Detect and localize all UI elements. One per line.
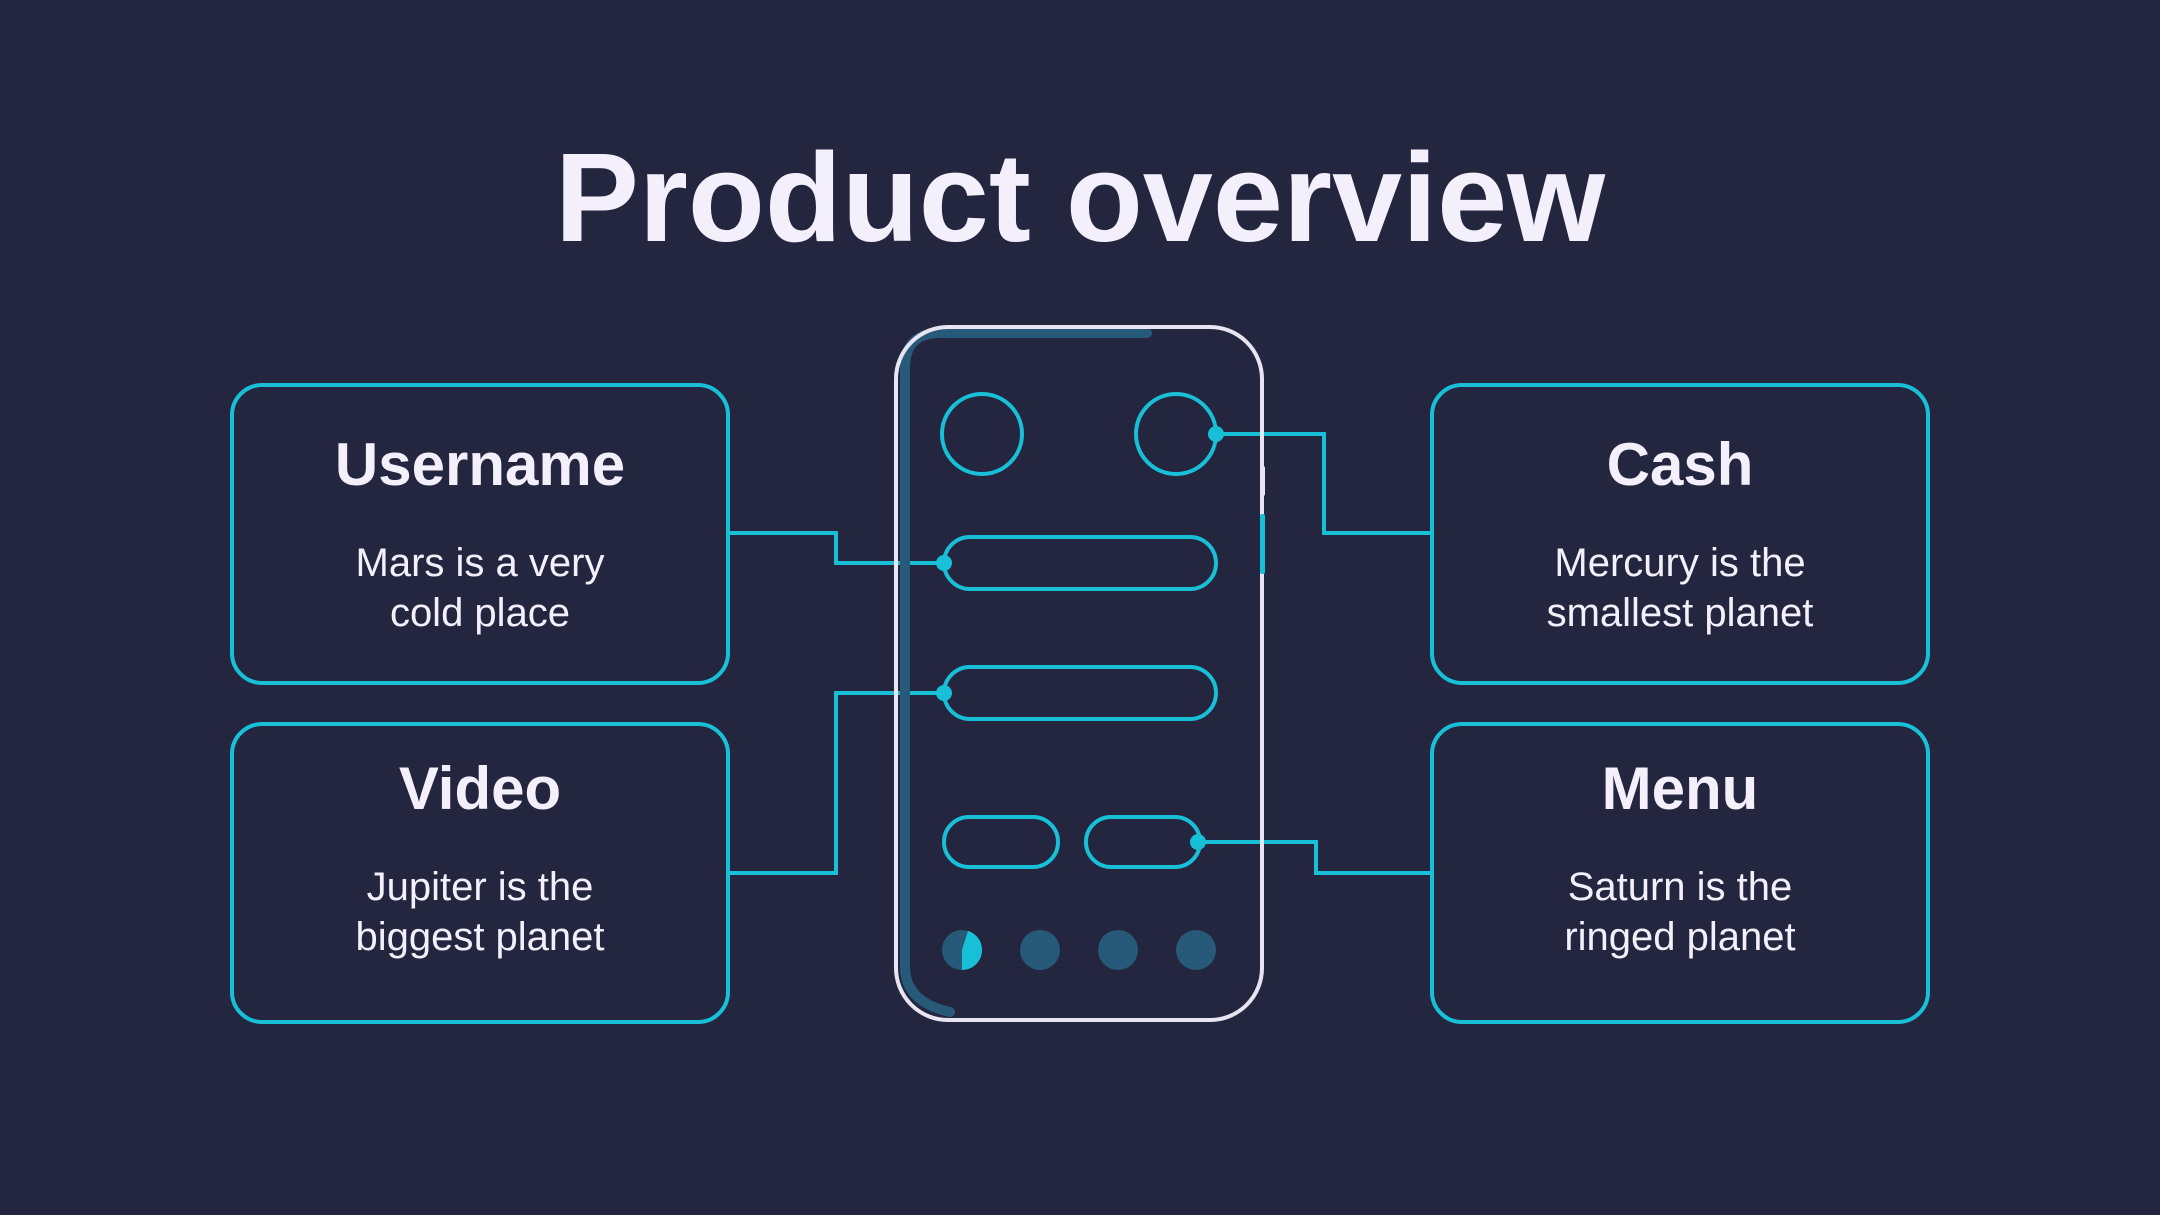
card-border-cash bbox=[1430, 383, 1930, 685]
card-video: Video Jupiter is the biggest planet bbox=[232, 724, 728, 1022]
page-dot-4 bbox=[1176, 930, 1216, 970]
connectors bbox=[728, 432, 1432, 875]
card-cash-desc-line1: Mercury is the bbox=[1554, 541, 1806, 585]
phone-outline bbox=[894, 325, 1264, 1022]
connector-dot-username bbox=[936, 555, 952, 571]
card-border-video bbox=[230, 722, 730, 1024]
card-username-title: Username bbox=[334, 431, 626, 498]
video-input-bar bbox=[942, 665, 1218, 721]
cash-circle-right bbox=[1134, 392, 1218, 476]
connector-endpoints bbox=[936, 426, 1224, 850]
card-borders bbox=[230, 383, 1930, 1024]
card-border-username bbox=[230, 383, 730, 685]
card-border-menu bbox=[1430, 722, 1930, 1024]
card-cash-desc-line2: smallest planet bbox=[1546, 591, 1814, 635]
connector-dot-menu bbox=[1190, 834, 1206, 850]
page-title: Product overview bbox=[554, 127, 1606, 268]
card-video-desc-line2: biggest planet bbox=[355, 915, 605, 959]
connector-cash bbox=[1216, 432, 1432, 535]
phone-inner-accent bbox=[900, 328, 1152, 1017]
card-menu-desc-line1: Saturn is the bbox=[1567, 865, 1793, 909]
connector-dot-video bbox=[936, 685, 952, 701]
card-video-desc-line1: Jupiter is the bbox=[366, 865, 594, 909]
phone-side-button-bottom bbox=[1260, 514, 1265, 574]
menu-button-right bbox=[1084, 815, 1202, 869]
card-username-desc-line1: Mars is a very bbox=[355, 541, 605, 585]
card-menu-title: Menu bbox=[1601, 755, 1759, 822]
page-indicator bbox=[942, 930, 1216, 971]
phone bbox=[894, 325, 1265, 1022]
page-dot-1-active-sector bbox=[962, 930, 983, 971]
page-dot-2 bbox=[1020, 930, 1060, 970]
connector-menu bbox=[1198, 840, 1432, 875]
profile-circle-left bbox=[940, 392, 1024, 476]
phone-side-button-top bbox=[1260, 466, 1265, 496]
card-username-desc-line2: cold place bbox=[389, 591, 571, 635]
connector-video bbox=[728, 691, 944, 875]
card-cash-title: Cash bbox=[1606, 431, 1754, 498]
button-left bbox=[942, 815, 1060, 869]
card-menu-desc-line2: ringed planet bbox=[1564, 915, 1796, 959]
username-input-bar bbox=[942, 535, 1218, 591]
card-video-title: Video bbox=[398, 755, 562, 822]
card-username: Username Mars is a very cold place bbox=[232, 385, 728, 683]
connector-dot-cash bbox=[1208, 426, 1224, 442]
connector-username bbox=[728, 531, 944, 565]
page-dot-3 bbox=[1098, 930, 1138, 970]
card-cash: Cash Mercury is the smallest planet bbox=[1432, 385, 1928, 683]
card-menu: Menu Saturn is the ringed planet bbox=[1432, 724, 1928, 1022]
